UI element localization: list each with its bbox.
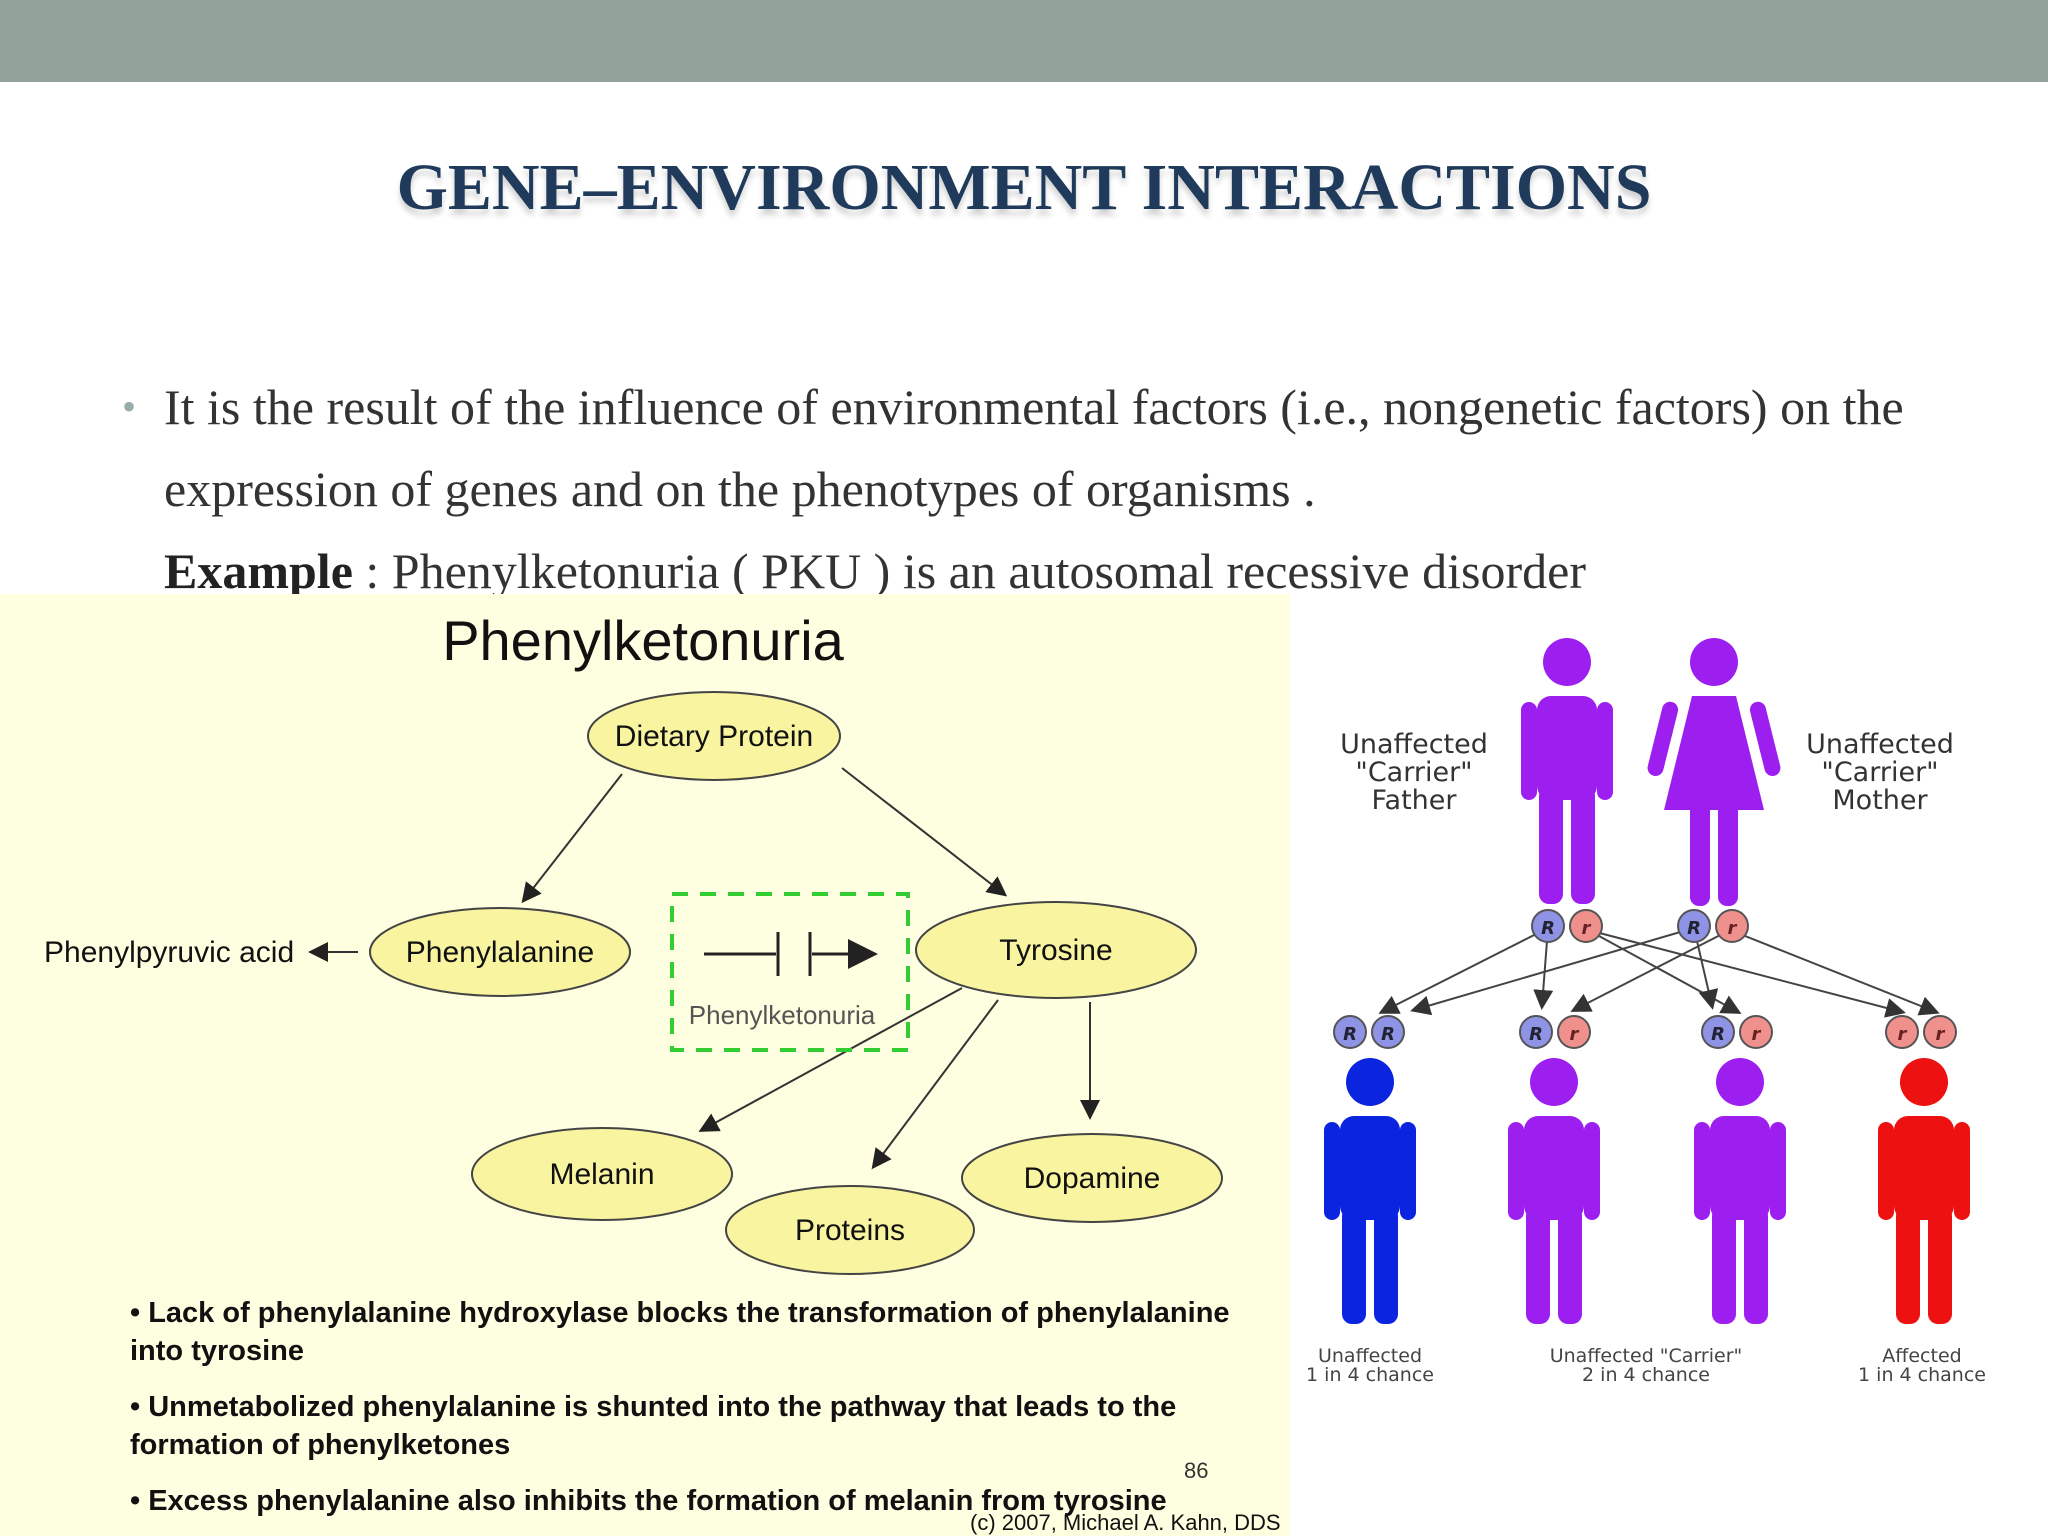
node-dopamine: Dopamine — [961, 1133, 1223, 1223]
svg-text:Affected: Affected — [1882, 1345, 1961, 1367]
bullet-main-text: It is the result of the influence of env… — [164, 379, 1904, 517]
note-item: • Unmetabolized phenylalanine is shunted… — [130, 1391, 1177, 1461]
svg-text:Unaffected: Unaffected — [1318, 1345, 1422, 1367]
svg-text:1 in 4 chance: 1 in 4 chance — [1306, 1364, 1434, 1386]
svg-text:r: r — [1752, 1024, 1762, 1045]
outcome-carrier: Unaffected "Carrier" 2 in 4 chance — [1550, 1345, 1743, 1386]
pku-pathway-figure: Phenylketonuria Phenylketonuria Dietary … — [0, 594, 1290, 1536]
child-figure-unaffected — [1324, 1058, 1416, 1324]
block-label: Phenylketonuria — [689, 1000, 876, 1030]
svg-text:r: r — [1936, 1024, 1946, 1045]
child-alleles-rr: r r — [1885, 1015, 1957, 1049]
node-dietary-protein-label: Dietary Protein — [615, 720, 813, 753]
svg-text:Unaffected: Unaffected — [1806, 729, 1954, 760]
blocked-reaction-box — [670, 892, 910, 1052]
svg-text:r: r — [1570, 1024, 1580, 1045]
child-figure-affected — [1878, 1058, 1970, 1324]
svg-text:R: R — [1687, 918, 1701, 939]
pathway-notes: • Lack of phenylalanine hydroxylase bloc… — [130, 1294, 1280, 1538]
svg-text:R: R — [1381, 1024, 1395, 1045]
child-alleles-Rr-2: R r — [1701, 1015, 1773, 1049]
mother-figure — [1645, 638, 1783, 906]
mother-alleles: R r — [1677, 909, 1749, 943]
node-proteins-label: Proteins — [795, 1214, 905, 1247]
svg-text:Father: Father — [1371, 785, 1457, 816]
bullet-paragraph: • It is the result of the influence of e… — [122, 366, 2002, 612]
svg-text:"Carrier": "Carrier" — [1821, 757, 1938, 788]
svg-text:Unaffected "Carrier": Unaffected "Carrier" — [1550, 1345, 1743, 1367]
example-label: Example — [164, 543, 353, 599]
svg-text:r: r — [1898, 1024, 1908, 1045]
slide-title: GENE–ENVIRONMENT INTERACTIONS — [396, 151, 1652, 224]
node-melanin: Melanin — [471, 1127, 733, 1221]
node-tyrosine-label: Tyrosine — [999, 934, 1112, 967]
svg-text:"Carrier": "Carrier" — [1355, 757, 1472, 788]
arrow-protein-to-phenylalanine — [521, 773, 623, 904]
father-label: Unaffected "Carrier" Father — [1340, 729, 1488, 816]
bullet-marker: • — [122, 384, 137, 429]
bullet-text: It is the result of the influence of env… — [164, 366, 2002, 612]
arrow-tyrosine-to-melanin — [698, 987, 963, 1132]
top-banner — [0, 0, 2048, 82]
node-melanin-label: Melanin — [549, 1158, 654, 1191]
inheritance-arrows — [1378, 927, 1940, 1018]
svg-text:R: R — [1343, 1024, 1357, 1045]
node-dietary-protein: Dietary Protein — [587, 691, 841, 781]
node-proteins: Proteins — [725, 1185, 975, 1275]
svg-text:Mother: Mother — [1832, 785, 1928, 816]
outcome-affected: Affected 1 in 4 chance — [1858, 1345, 1986, 1386]
svg-text:R: R — [1529, 1024, 1543, 1045]
child-alleles-Rr-1: R r — [1519, 1015, 1591, 1049]
page-number: 86 — [1184, 1458, 1209, 1483]
note-item: • Excess phenylalanine also inhibits the… — [130, 1485, 1167, 1517]
father-alleles: R r — [1531, 909, 1603, 943]
svg-text:1 in 4 chance: 1 in 4 chance — [1858, 1364, 1986, 1386]
arrow-tyrosine-to-proteins — [871, 999, 999, 1170]
svg-text:R: R — [1711, 1024, 1725, 1045]
pku-pathway-diagram: Phenylketonuria Phenylketonuria Dietary … — [44, 609, 1223, 1275]
svg-text:Unaffected: Unaffected — [1340, 729, 1488, 760]
note-item: • Lack of phenylalanine hydroxylase bloc… — [130, 1297, 1230, 1367]
child-figure-carrier-1 — [1508, 1058, 1600, 1324]
example-text: : Phenylketonuria ( PKU ) is an autosoma… — [352, 543, 1586, 599]
node-phenylalanine-label: Phenylalanine — [406, 936, 594, 969]
node-tyrosine: Tyrosine — [915, 901, 1197, 999]
node-phenylalanine: Phenylalanine — [369, 907, 631, 997]
inheritance-diagram: Unaffected "Carrier" Father Unaffected "… — [1306, 638, 1986, 1386]
mother-label: Unaffected "Carrier" Mother — [1806, 729, 1954, 816]
arrow-protein-to-tyrosine — [841, 767, 1008, 897]
father-figure — [1521, 638, 1613, 904]
child-figure-carrier-2 — [1694, 1058, 1786, 1324]
figure-credit: (c) 2007, Michael A. Kahn, DDS — [970, 1510, 1281, 1535]
svg-text:r: r — [1582, 918, 1592, 939]
node-dopamine-label: Dopamine — [1024, 1162, 1161, 1195]
outcome-unaffected: Unaffected 1 in 4 chance — [1306, 1345, 1434, 1386]
child-alleles-RR: R R — [1333, 1015, 1405, 1049]
svg-text:R: R — [1541, 918, 1555, 939]
node-phenylpyruvic-acid: Phenylpyruvic acid — [44, 936, 294, 969]
svg-text:2 in 4 chance: 2 in 4 chance — [1582, 1364, 1710, 1386]
pathway-title: Phenylketonuria — [442, 609, 844, 672]
svg-text:r: r — [1728, 918, 1738, 939]
